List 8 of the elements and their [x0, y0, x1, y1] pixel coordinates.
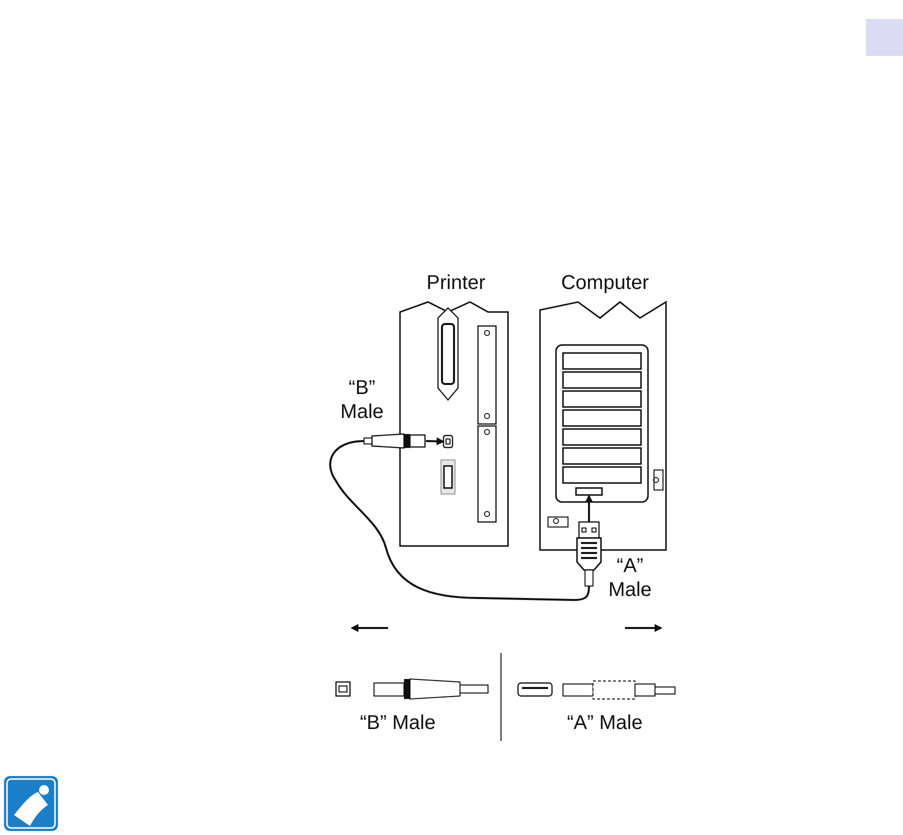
panel-heading: Computer: [560, 272, 650, 295]
connector-label: “B” Male: [360, 712, 436, 735]
arrow: [426, 437, 445, 446]
arrow: [585, 494, 593, 522]
connector-label: “B” Male: [339, 376, 385, 424]
connector-label: “A” Male: [567, 712, 643, 735]
panel-heading: Printer: [426, 272, 486, 295]
connector-label: “A” Male: [607, 554, 653, 602]
